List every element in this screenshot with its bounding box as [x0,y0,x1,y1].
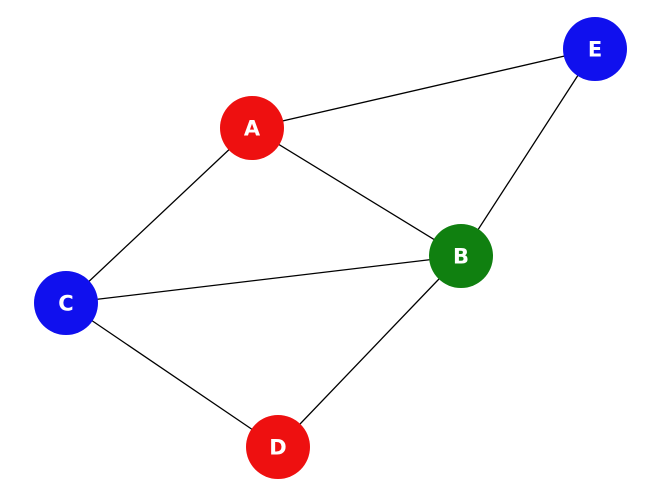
edge-A-E [251,48,596,129]
node-B-circle [429,224,493,288]
edge-B-C [65,255,462,304]
node-E-circle [563,17,627,81]
node-E: E [563,17,627,81]
edge-B-D [277,255,462,448]
node-D-circle [246,415,310,479]
edge-A-B [251,127,462,257]
node-A: A [220,96,284,160]
node-C-circle [34,271,98,335]
node-A-circle [220,96,284,160]
edge-B-E [460,48,596,257]
edge-C-D [65,302,279,448]
node-C: C [34,271,98,335]
node-D: D [246,415,310,479]
node-B: B [429,224,493,288]
edge-A-C [65,127,253,304]
